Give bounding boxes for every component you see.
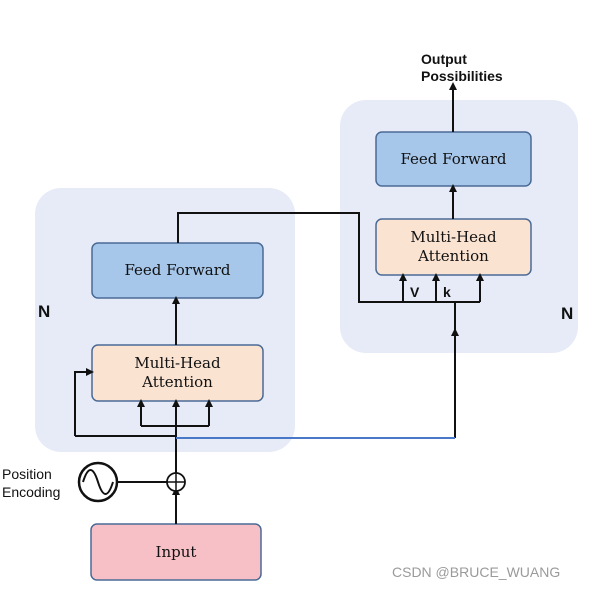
- output-line1: Output: [421, 51, 467, 67]
- encoder-attention-label: Multi-Head Attention: [92, 345, 263, 401]
- encoder-repeat-label: N: [38, 302, 51, 321]
- k-label: k: [443, 284, 451, 300]
- output-line2: Possibilities: [421, 68, 503, 84]
- position-encoding-line2: Encoding: [2, 484, 61, 500]
- connectors: [74, 82, 484, 524]
- encoder-attention-line2: Attention: [142, 373, 213, 391]
- position-encoding-line1: Position: [2, 466, 52, 482]
- encoder-feed-forward-label: Feed Forward: [124, 261, 231, 279]
- encoder-attention-line1: Multi-Head: [134, 354, 221, 372]
- v-label: V: [410, 284, 420, 300]
- input-label: Input: [155, 542, 197, 561]
- decoder-feed-forward-label: Feed Forward: [400, 149, 507, 168]
- position-encoding-label: Position Encoding: [2, 465, 60, 501]
- output-label: Output Possibilities: [421, 51, 503, 85]
- decoder-attention-line1: Multi-Head: [410, 228, 497, 246]
- add-circle-icon: [166, 472, 186, 492]
- decoder-attention-label: Multi-Head Attention: [376, 219, 531, 275]
- decoder-attention-line2: Attention: [418, 247, 489, 265]
- sine-wave-icon: [77, 461, 119, 503]
- decoder-repeat-label: N: [561, 304, 574, 323]
- watermark: CSDN @BRUCE_WUANG: [392, 564, 561, 580]
